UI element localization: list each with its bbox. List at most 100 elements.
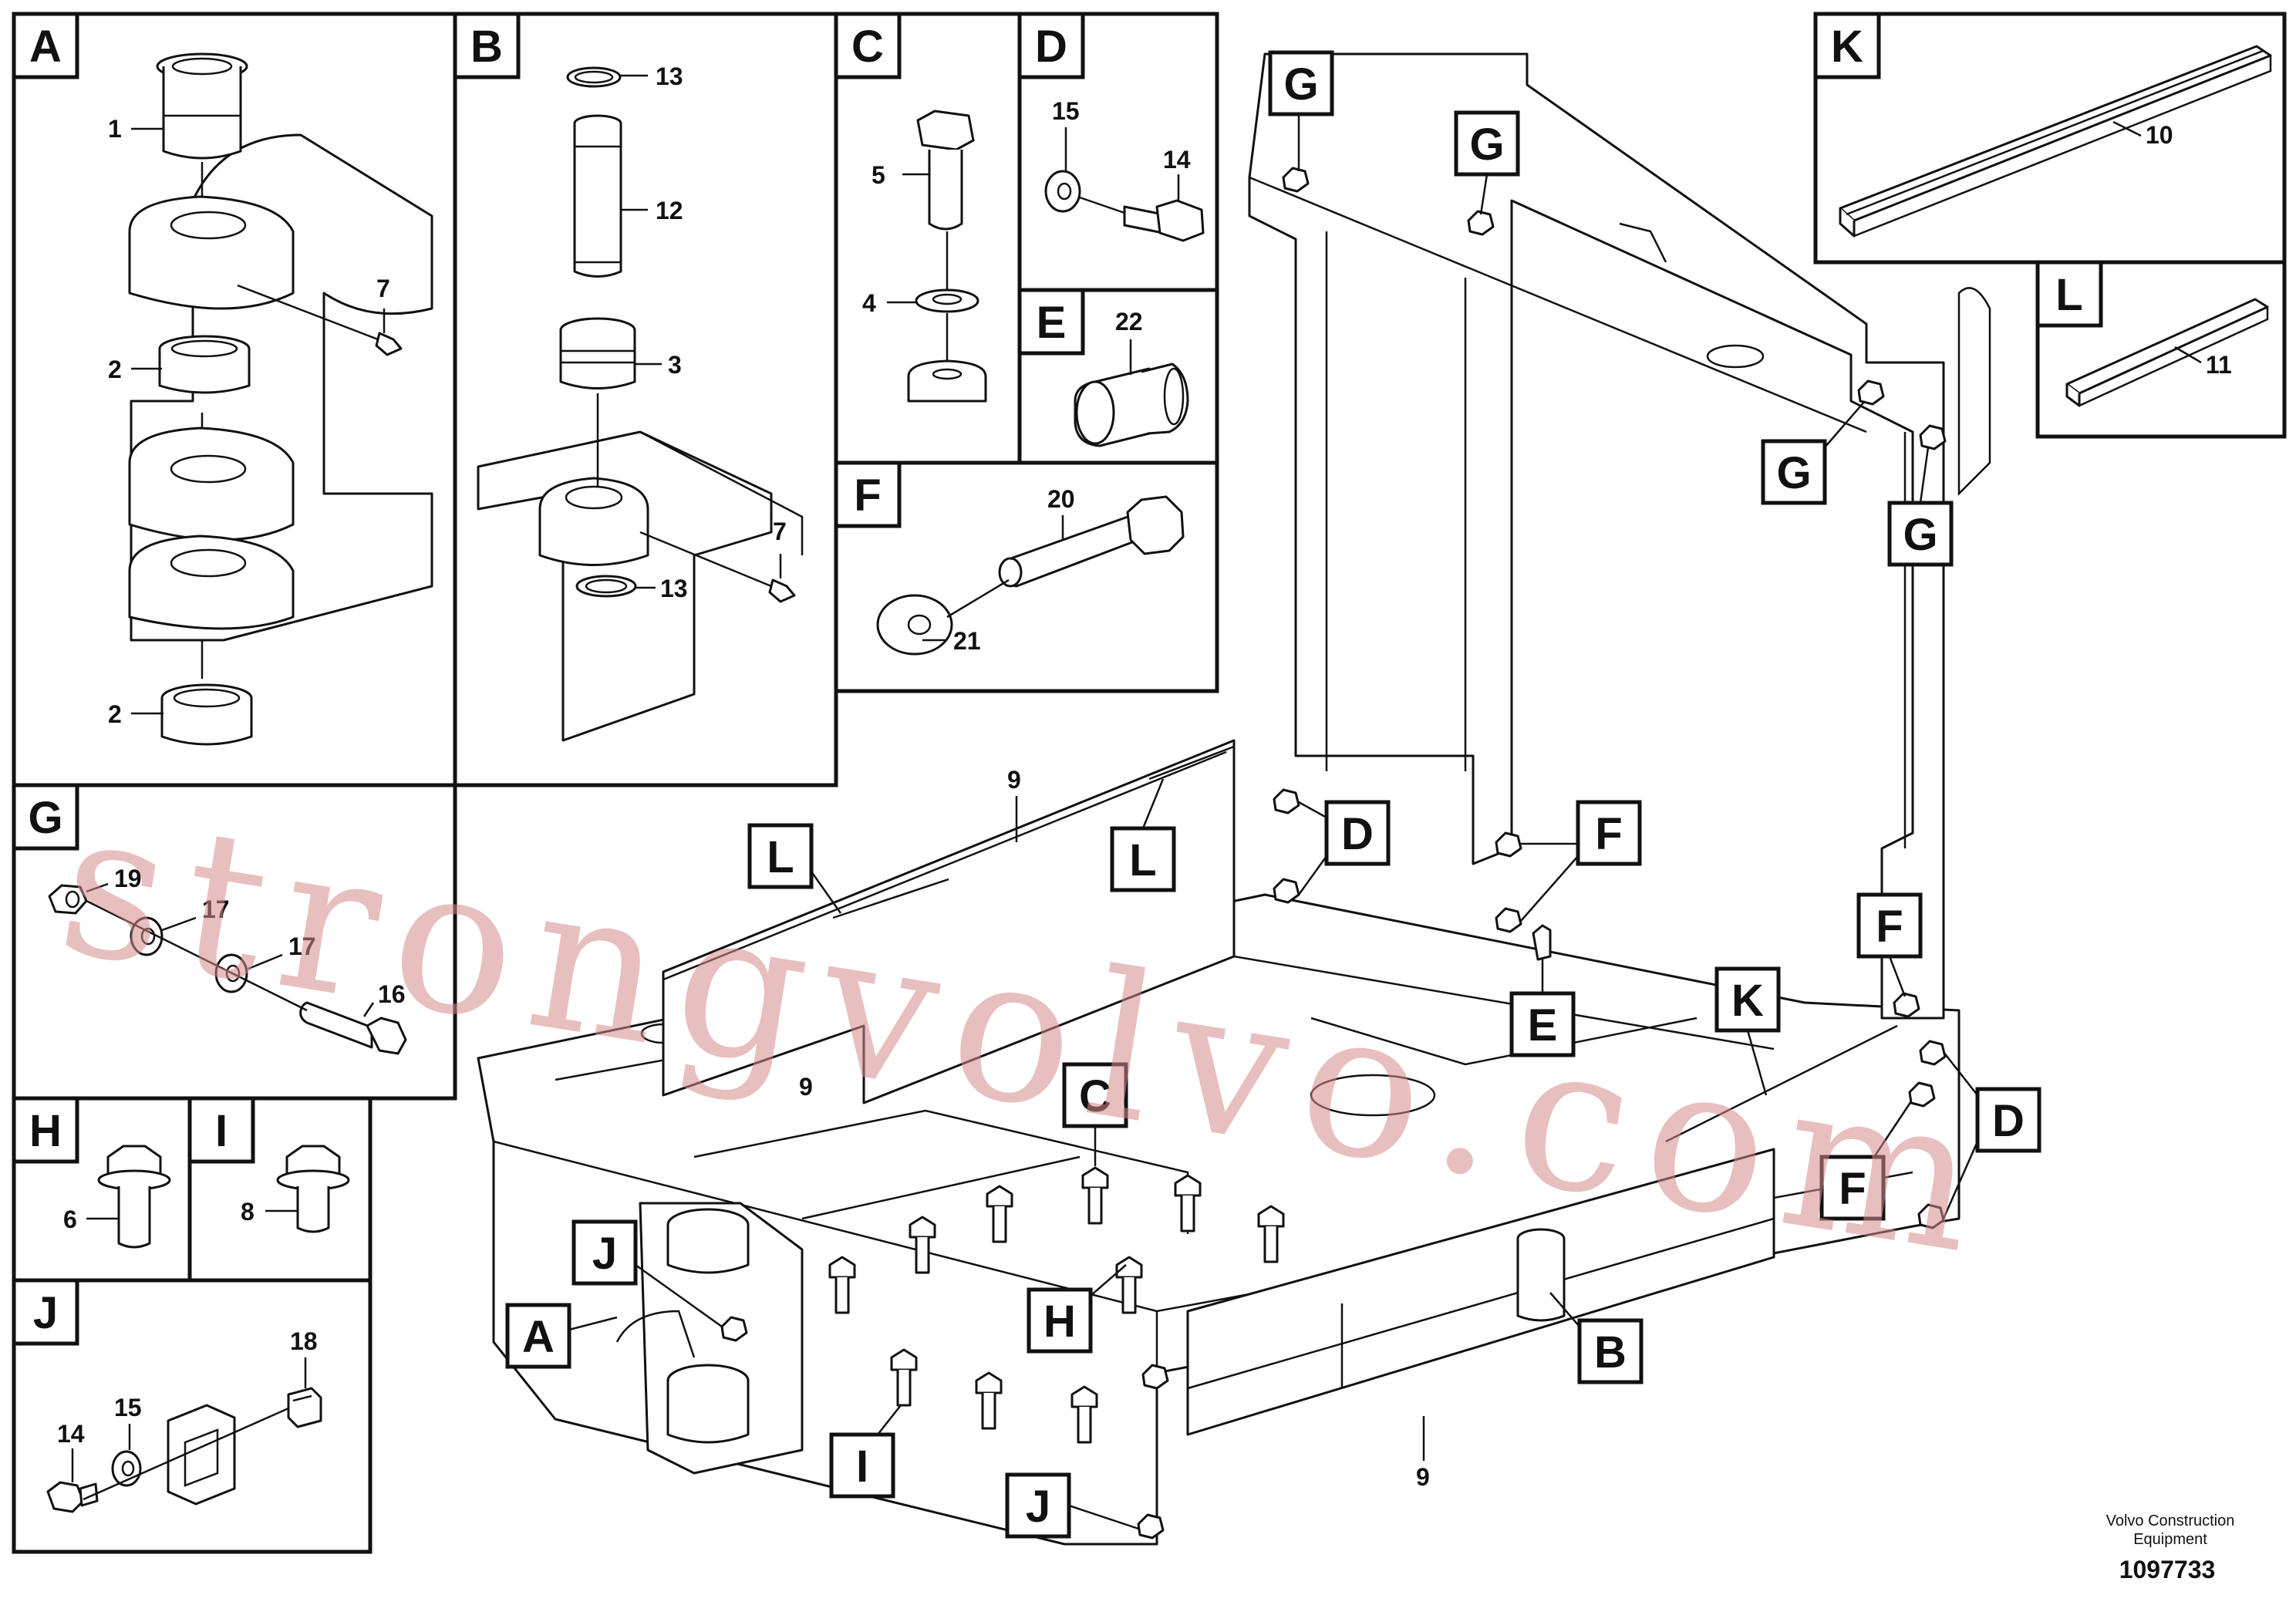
side-panel-front (1186, 1148, 1775, 1436)
svg-text:D: D (1992, 1096, 2025, 1146)
bolt-8 (276, 1145, 350, 1233)
panel-tag-c: C (834, 12, 902, 79)
panel-g-callouts: 19 17 17 16 (86, 865, 406, 1017)
credit-line-1: Volvo Construction (2106, 1512, 2235, 1529)
svg-text:15: 15 (1052, 97, 1080, 125)
tag-g-4: G (1887, 447, 1954, 567)
credit-block: Volvo Construction Equipment 1097733 (2106, 1512, 2235, 1583)
panel-f-drawing (876, 495, 1185, 656)
main-assembly (477, 52, 1991, 1546)
panel-c-drawing (907, 110, 987, 403)
svg-text:9: 9 (1007, 766, 1021, 794)
tag-f-2: F (1856, 892, 1923, 997)
main-letter-tags: G G G G D D F F F E K L L C H J J A B I (505, 50, 2041, 1539)
svg-text:15: 15 (114, 1394, 142, 1421)
panel-h-drawing (97, 1145, 171, 1249)
svg-text:K: K (1831, 22, 1863, 72)
svg-text:13: 13 (660, 575, 688, 602)
panel-i-callouts: 8 (241, 1198, 298, 1226)
svg-text:9: 9 (799, 1073, 813, 1101)
panel-tag-j: J (12, 1278, 79, 1346)
svg-text:J: J (1026, 1482, 1050, 1532)
panel-j-drawing (46, 1387, 322, 1513)
svg-text:1: 1 (108, 115, 122, 143)
credit-line-2: Equipment (2133, 1531, 2207, 1548)
tag-l-2: L (1110, 778, 1176, 892)
svg-text:I: I (215, 1106, 228, 1156)
svg-text:G: G (28, 793, 62, 843)
tag-g-2: G (1454, 110, 1520, 215)
tag-f-3: F (1819, 1101, 1913, 1221)
panel-b-drawing (477, 66, 804, 742)
tag-j-1: J (571, 1219, 723, 1328)
panel-f (834, 460, 1219, 693)
panel-tag-k: K (1813, 12, 1881, 79)
upright-frame (1248, 52, 1945, 1020)
svg-text:14: 14 (1163, 146, 1191, 174)
panel-tag-f: F (834, 460, 902, 528)
svg-text:F: F (1595, 809, 1622, 859)
svg-text:B: B (1594, 1327, 1627, 1378)
bolt-16 (299, 1001, 407, 1055)
svg-text:L: L (2055, 270, 2082, 320)
tag-d-2: D (1942, 1051, 2041, 1219)
svg-text:F: F (1876, 902, 1903, 952)
svg-text:14: 14 (57, 1420, 85, 1448)
svg-text:10: 10 (2146, 121, 2173, 149)
washer-21 (876, 594, 953, 656)
svg-text:A: A (29, 22, 62, 72)
strip-11 (2065, 298, 2269, 407)
pin-12 (573, 114, 622, 278)
svg-text:3: 3 (668, 351, 682, 379)
tag-d-1: D (1297, 800, 1391, 895)
panel-letter-tags: A B C D E F G H I J K L (12, 12, 2103, 1346)
svg-text:E: E (1037, 298, 1067, 348)
drawing-number: 1097733 (2119, 1556, 2216, 1583)
tag-c: C (1062, 1062, 1128, 1166)
svg-text:22: 22 (1115, 308, 1143, 336)
svg-text:20: 20 (1047, 485, 1075, 513)
pivot-bushing-upper (666, 1208, 750, 1274)
panel-j-callouts: 18 15 14 (57, 1327, 318, 1482)
spacer-22 (1074, 363, 1189, 447)
pivot-bushing-right (1516, 1228, 1566, 1322)
snap-ring-13-lower (575, 575, 637, 598)
grease-nipple-7-b (639, 531, 796, 603)
svg-text:2: 2 (108, 356, 122, 383)
panel-tag-h: H (12, 1096, 79, 1164)
svg-text:9: 9 (1416, 1463, 1430, 1491)
pivot-bushing-lower (666, 1364, 750, 1444)
svg-text:C: C (851, 22, 884, 72)
svg-text:7: 7 (376, 275, 390, 302)
svg-text:17: 17 (202, 895, 230, 923)
bolt-14-j (46, 1481, 99, 1513)
svg-text:18: 18 (290, 1327, 318, 1355)
svg-text:13: 13 (656, 62, 683, 90)
svg-text:2: 2 (108, 700, 122, 728)
svg-text:H: H (29, 1106, 62, 1156)
panel-e-drawing (1074, 363, 1189, 447)
main-callouts: 9 9 9 (799, 766, 1430, 1491)
tag-b: B (1549, 1292, 1644, 1384)
panel-d-callouts: 15 14 (1052, 97, 1191, 202)
svg-text:8: 8 (241, 1198, 255, 1226)
svg-text:E: E (1528, 1000, 1558, 1050)
tag-e: E (1509, 959, 1576, 1057)
svg-text:F: F (854, 470, 881, 521)
panel-f-callouts: 20 21 (922, 485, 1075, 655)
panel-tag-a: A (12, 12, 79, 79)
tag-f-1: F (1520, 800, 1642, 922)
svg-text:7: 7 (773, 518, 787, 545)
panel-tag-l: L (2035, 260, 2103, 328)
panel-tag-g: G (12, 783, 79, 851)
panel-a-callouts: 1 2 2 7 (108, 115, 390, 728)
panel-tag-d: D (1017, 12, 1085, 79)
svg-text:12: 12 (656, 197, 683, 224)
svg-text:11: 11 (2206, 351, 2232, 379)
svg-text:19: 19 (114, 865, 142, 892)
panel-j (12, 1278, 373, 1554)
svg-text:D: D (1341, 809, 1374, 859)
svg-text:I: I (856, 1442, 868, 1492)
svg-text:21: 21 (953, 627, 981, 655)
svg-text:K: K (1731, 976, 1764, 1026)
